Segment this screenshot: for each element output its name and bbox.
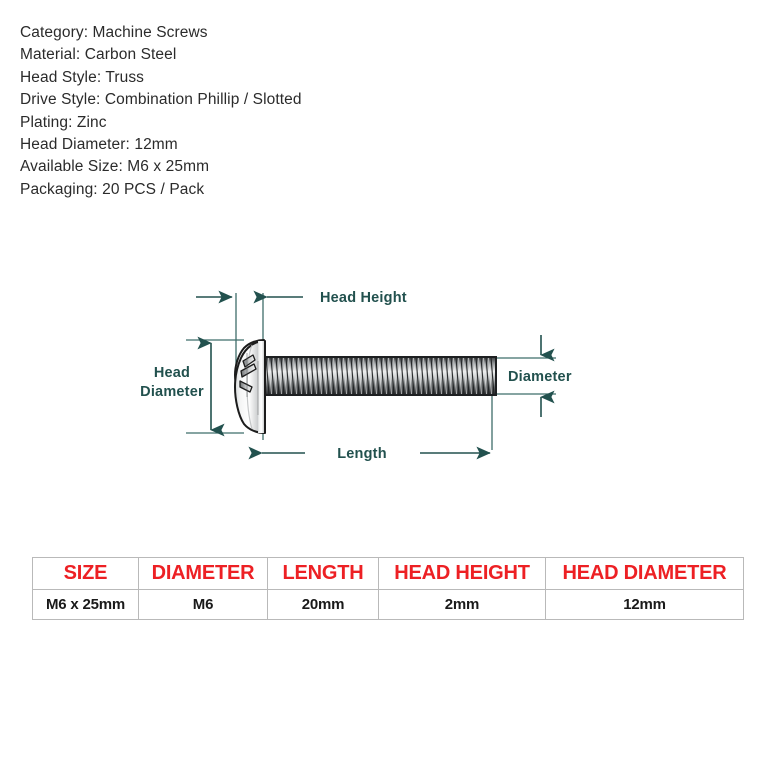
table-header-diameter: DIAMETER — [138, 557, 268, 590]
table-header-head-diameter: HEAD DIAMETER — [545, 557, 744, 590]
spec-line-category: Category: Machine Screws — [20, 24, 208, 41]
dimension-diameter: Diameter — [508, 335, 572, 417]
spec-line-drive-style: Drive Style: Combination Phillip / Slott… — [20, 91, 302, 109]
dimension-label-length: Length — [337, 446, 387, 462]
dimension-head-height: Head Height — [196, 290, 407, 306]
dimension-label-head-height: Head Height — [320, 290, 407, 306]
product-spec-list: Category: Machine Screws Material: Carbo… — [20, 22, 520, 201]
table-row: M6 x 25mm M6 20mm 2mm 12mm — [32, 589, 744, 620]
table-cell-head-diameter: 12mm — [545, 589, 744, 620]
table-header-row: SIZE DIAMETER LENGTH HEAD HEIGHT HEAD DI… — [32, 557, 744, 590]
dimension-label-diameter: Diameter — [508, 369, 572, 385]
spec-line-material: Material: Carbon Steel — [20, 46, 177, 64]
specification-table: SIZE DIAMETER LENGTH HEAD HEIGHT HEAD DI… — [32, 557, 744, 620]
dimension-head-diameter: Head Diameter — [140, 336, 225, 437]
dimension-label-head-diameter-line1: Head — [154, 365, 190, 381]
table-cell-diameter: M6 — [138, 589, 268, 620]
table-header-head-height: HEAD HEIGHT — [378, 557, 546, 590]
drive-recess — [239, 353, 257, 397]
dimension-length: Length — [248, 446, 491, 462]
spec-line-head-diameter: Head Diameter: 12mm — [20, 136, 178, 154]
table-header-length: LENGTH — [267, 557, 379, 590]
spec-line-available-size: Available Size: M6 x 25mm — [20, 158, 210, 176]
table-header-size: SIZE — [32, 557, 139, 590]
table-cell-size: M6 x 25mm — [32, 589, 139, 620]
table-cell-length: 20mm — [267, 589, 379, 620]
screw-illustration — [234, 339, 497, 434]
spec-line-plating: Plating: Zinc — [20, 113, 107, 131]
table-cell-head-height: 2mm — [378, 589, 546, 620]
screw-dimension-diagram: Head Height Head Diameter Diameter Lengt… — [0, 265, 768, 495]
spec-line-packaging: Packaging: 20 PCS / Pack — [20, 180, 205, 198]
spec-line-head-style: Head Style: Truss — [20, 68, 145, 86]
dimension-label-head-diameter-line2: Diameter — [140, 384, 204, 400]
